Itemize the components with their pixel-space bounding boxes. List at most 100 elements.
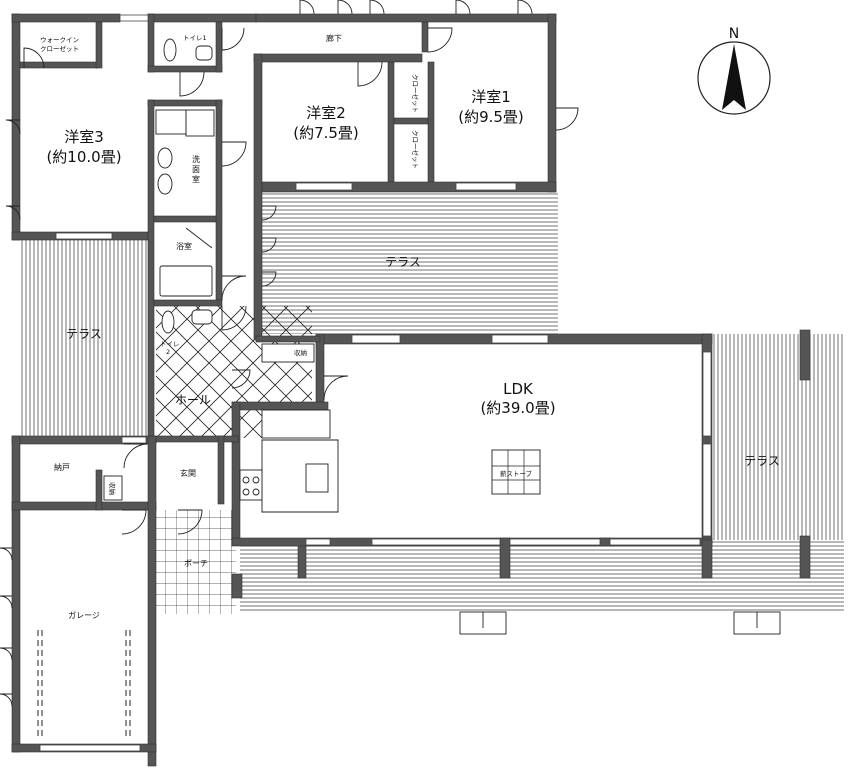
wall (217, 435, 225, 505)
wall (153, 299, 223, 307)
kitchen-counter (261, 409, 331, 439)
western1-size: (約9.5畳) (458, 108, 524, 126)
garage-label: ガレージ (68, 610, 100, 620)
window (351, 334, 401, 344)
door-swing (427, 27, 453, 53)
window (55, 232, 113, 240)
wall (11, 501, 157, 511)
nando-label: 納戸 (54, 462, 70, 472)
washroom-counter (155, 109, 187, 135)
burner (252, 476, 260, 484)
wall (315, 333, 325, 407)
entrance-label: 玄関 (180, 468, 196, 478)
ldk-size: (約39.0畳) (480, 399, 555, 417)
western3-name: 洋室3 (64, 128, 104, 146)
wall (147, 99, 155, 441)
window (455, 182, 517, 191)
door-swing (261, 237, 277, 253)
washroom-label: 室 (192, 174, 200, 184)
western2-size: (約7.5畳) (293, 124, 359, 142)
wall (215, 21, 223, 73)
window (702, 443, 712, 537)
door-swing (261, 205, 277, 221)
door-swing (121, 509, 147, 535)
door-swing (299, 0, 315, 15)
ldk-name: LDK (503, 380, 534, 398)
door-swing (221, 141, 247, 167)
door-swing (231, 369, 251, 389)
burner (242, 488, 250, 496)
western1-name: 洋室1 (471, 88, 511, 106)
cooktop (239, 469, 263, 501)
door-swing (179, 71, 205, 97)
wall (231, 401, 329, 411)
kitchen-sink (305, 463, 329, 493)
compass: N (697, 26, 771, 115)
window (491, 334, 549, 344)
washing-machine (185, 109, 215, 137)
deck-south-floor (240, 540, 844, 612)
wall (147, 435, 157, 767)
deck-post (701, 539, 713, 579)
door-swing (5, 119, 21, 135)
window (702, 351, 712, 437)
deck-post (799, 329, 811, 381)
wall (255, 335, 321, 343)
small-storage-label: 収納 (108, 482, 117, 495)
toilet-fixture (163, 38, 177, 62)
door-swing (221, 275, 247, 301)
window (295, 182, 353, 191)
wall (255, 13, 557, 23)
window (119, 14, 149, 22)
window (371, 538, 501, 546)
window (509, 538, 601, 546)
wall (253, 53, 263, 341)
wood-stove-box (491, 449, 541, 495)
toilet2-label: トイレ (160, 340, 180, 348)
walk-in-closet-label: クローゼット (40, 44, 79, 53)
deck-post (599, 537, 611, 547)
porch-floor (156, 510, 236, 614)
porch-label: ポーチ (184, 559, 208, 568)
wall (547, 13, 557, 193)
door-swing (323, 375, 349, 401)
wall (147, 65, 223, 73)
toilet2-label: 2 (166, 348, 170, 356)
wall (11, 13, 121, 23)
door-swing (5, 205, 21, 221)
wall (261, 181, 557, 193)
bathtub (159, 265, 213, 297)
wall (215, 99, 223, 301)
wall (11, 435, 21, 753)
terrace-east-label: テラス (744, 454, 780, 468)
small-storage-box (103, 475, 123, 501)
bathroom-label: 浴室 (176, 241, 192, 251)
door-swing (369, 0, 385, 15)
door-swing (0, 595, 13, 609)
wall (19, 61, 99, 69)
sink-fixture (195, 45, 213, 61)
corridor-label: 廊下 (326, 33, 342, 43)
window (609, 538, 701, 546)
deck-post (297, 545, 307, 579)
door-swing (357, 61, 383, 87)
window (121, 436, 147, 444)
wall (95, 21, 103, 69)
door-swing (0, 647, 13, 661)
sink-fixture (157, 147, 173, 169)
deck-post (231, 573, 243, 599)
toilet-fixture (161, 310, 175, 334)
deck-post (799, 535, 811, 579)
washroom-label: 面 (192, 165, 200, 174)
wall (421, 21, 429, 53)
wood-stove-label: 薪ストーブ (500, 469, 533, 478)
door-swing (0, 693, 13, 707)
western2-name: 洋室2 (306, 104, 346, 122)
burner (252, 488, 260, 496)
terrace-east-floor (708, 334, 844, 540)
door-swing (455, 0, 471, 15)
door-swing (23, 47, 45, 69)
window (39, 744, 141, 752)
wall (387, 61, 395, 187)
